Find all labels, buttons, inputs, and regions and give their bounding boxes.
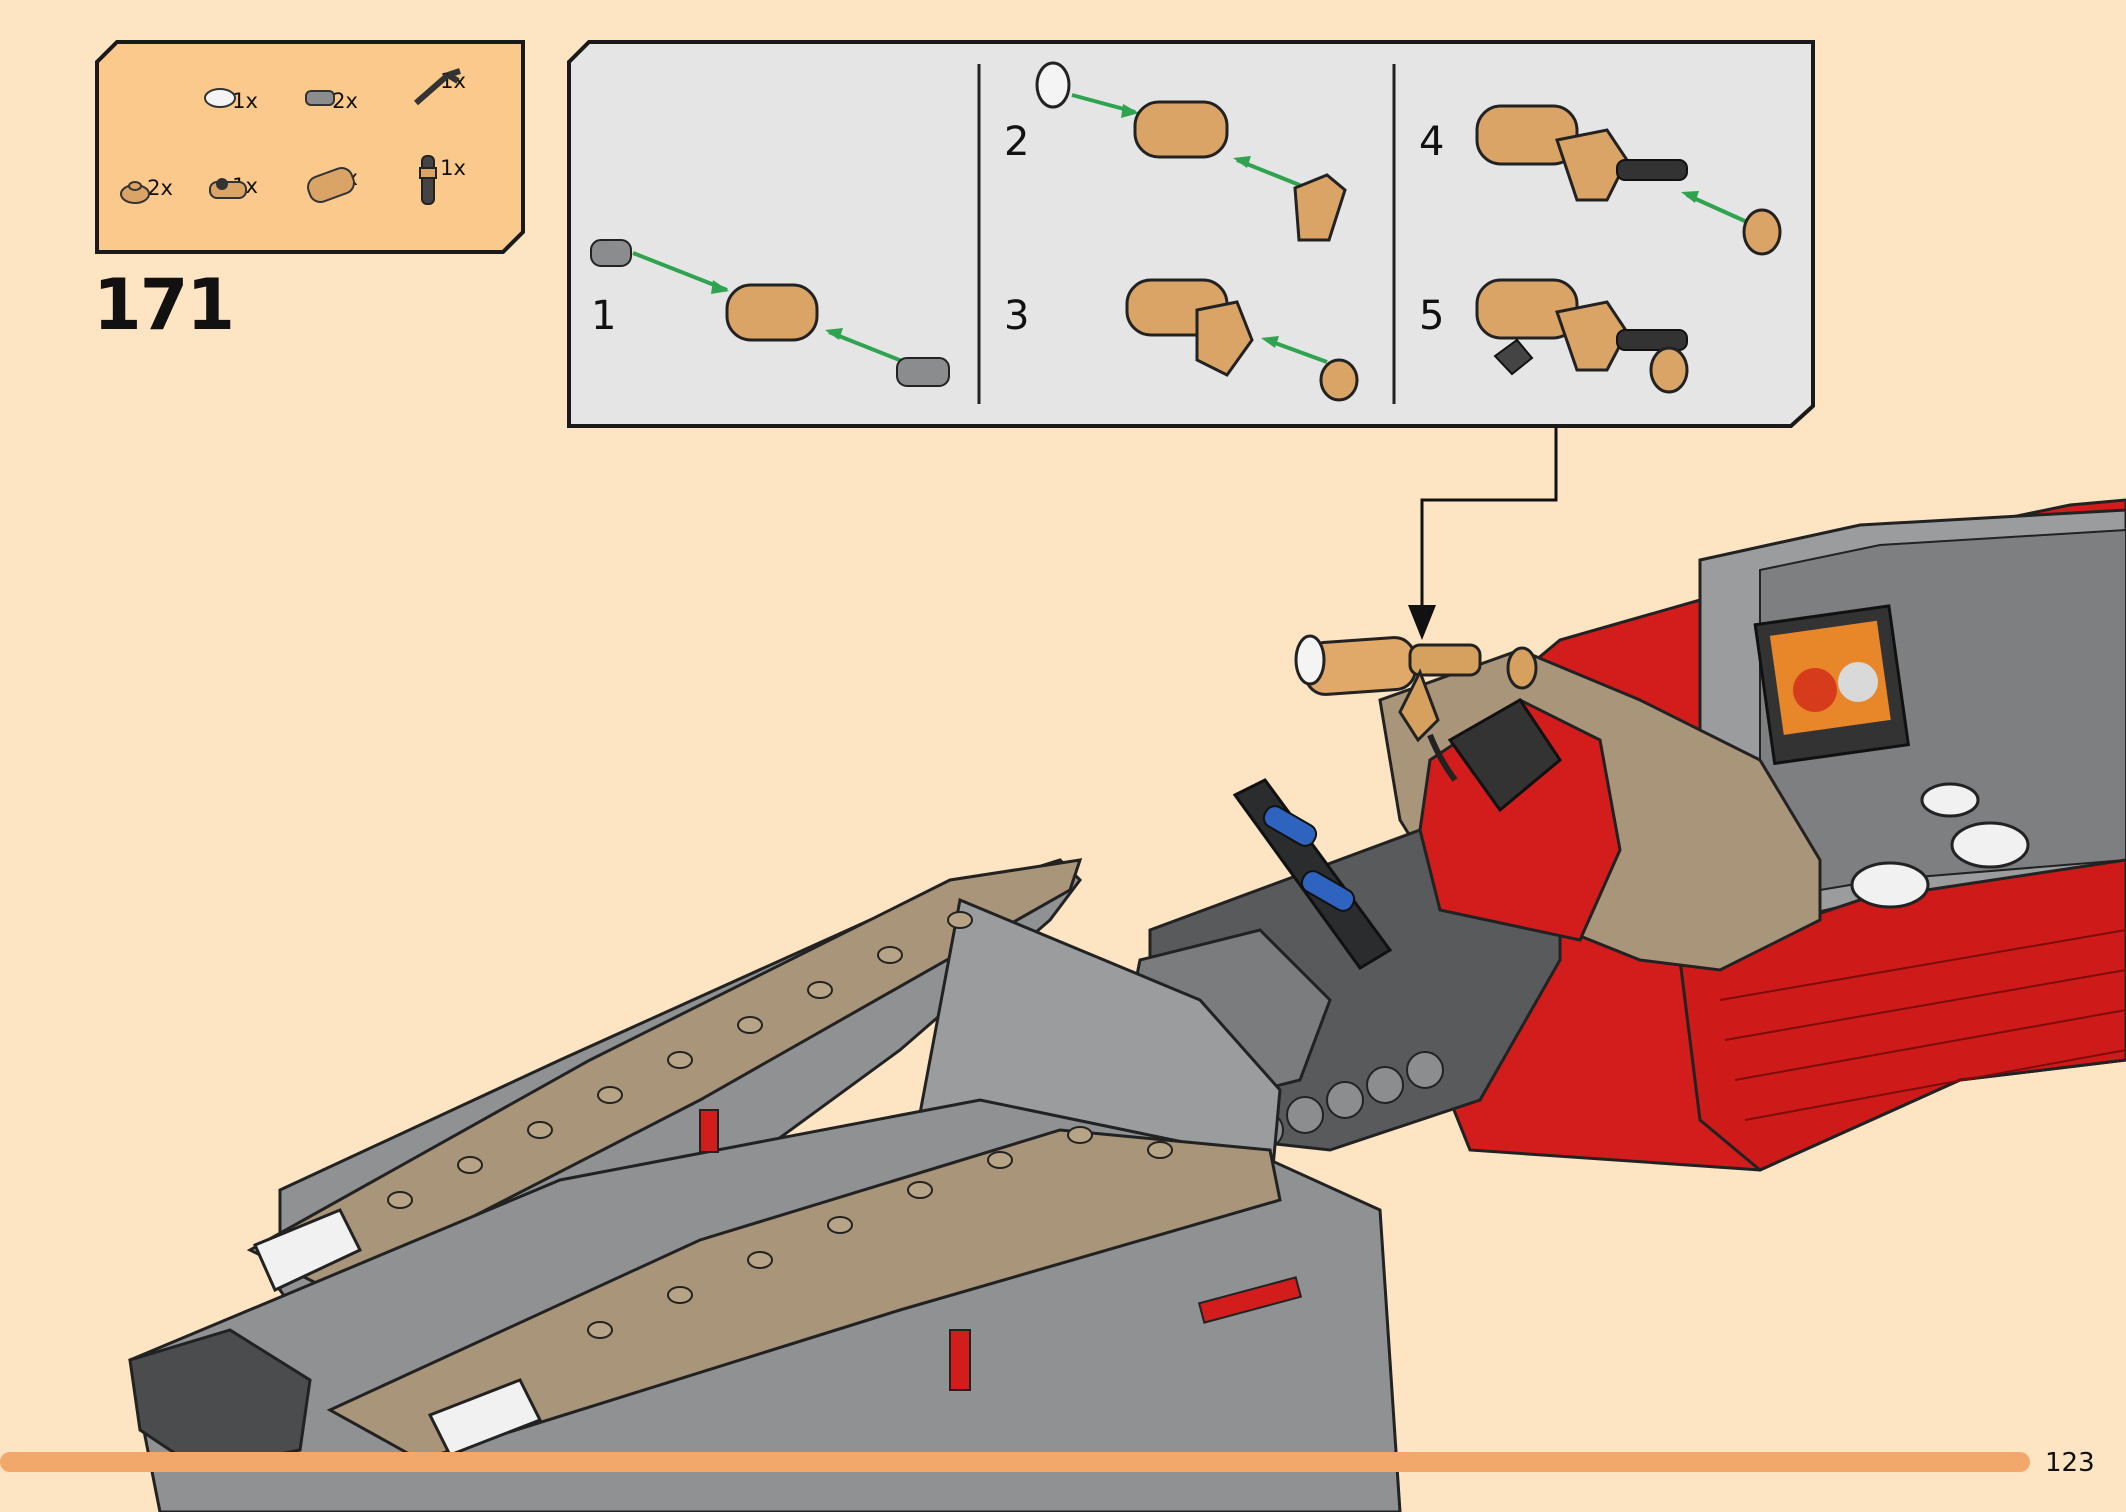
cylinder-icon [307,167,355,203]
page-number: 123 [2045,1448,2095,1478]
pin-connector-icon [305,90,335,106]
attached-tan-assembly [1294,634,1538,782]
part-round-plate-tan: 2x [115,172,205,204]
substep-number-3: 3 [1004,293,1030,339]
part-qty: 1x [232,89,258,113]
footer-progress-bar [0,1452,2030,1472]
substep-1-graphic [590,239,950,387]
substep-number-5: 5 [1419,293,1445,339]
part-qty: 2x [147,176,173,200]
part-round-tile-white: 1x [200,85,290,113]
round-tile-icon [204,88,236,108]
substep-number-1: 1 [591,293,617,339]
substep-number-2: 2 [1004,119,1030,165]
substep-5-graphic [1475,278,1689,394]
part-qty: 2x [332,89,358,113]
sub-assembly-panel: 1 2 3 4 5 [567,40,1815,428]
bar-connector-icon [419,155,437,205]
callout-leader-arrow [1408,428,1558,640]
part-pin-connector-gray: 2x [300,85,390,113]
parts-callout: 1x 2x 1x 2x 1x 1x 1x [95,40,525,255]
part-clip-arm-black: 1x [408,65,498,106]
part-qty: 1x [440,156,466,180]
part-clip-plate-tan: 1x [200,170,290,199]
clip-plate-icon [209,178,247,199]
part-bar-connector-black: 1x [408,152,498,205]
part-cylinder-tan: 1x [300,162,390,203]
round-plate-icon [120,181,150,204]
substep-3-graphic [1125,278,1359,402]
parts-callout-frame [95,40,525,254]
substep-2-graphic [1035,61,1347,242]
clip-arm-icon [414,68,461,106]
sub-assembly-frame [567,40,1815,428]
substep-4-graphic [1475,104,1782,256]
left-forks [128,858,1402,1512]
step-number: 171 [93,264,235,346]
substep-number-4: 4 [1419,119,1445,165]
red-hull [1418,498,2126,1172]
